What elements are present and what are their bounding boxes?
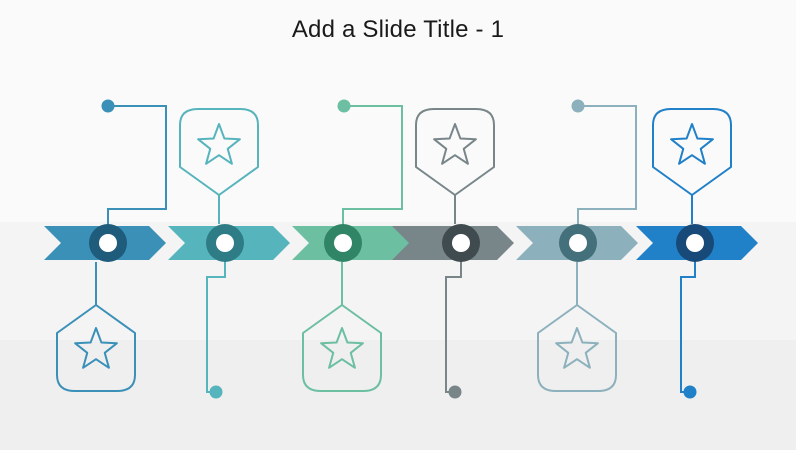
star-icon bbox=[555, 327, 599, 369]
connector-line-2 bbox=[206, 261, 226, 393]
star-icon bbox=[670, 123, 714, 165]
connector-line-4 bbox=[445, 261, 462, 393]
badge-shield-6[interactable] bbox=[652, 108, 732, 196]
connector-line-3 bbox=[342, 105, 403, 225]
badge-shield-5[interactable] bbox=[537, 304, 617, 392]
connector-dot-2 bbox=[209, 385, 223, 399]
star-icon bbox=[320, 327, 364, 369]
badge-shield-3[interactable] bbox=[302, 304, 382, 392]
badge-shield-4[interactable] bbox=[415, 108, 495, 196]
star-icon bbox=[197, 123, 241, 165]
badge-shield-1[interactable] bbox=[56, 304, 136, 392]
timeline-step-3 bbox=[292, 99, 414, 392]
connector-line-6 bbox=[680, 261, 696, 393]
connector-line-5 bbox=[577, 105, 637, 225]
timeline-step-2 bbox=[168, 108, 290, 399]
connector-dot-3 bbox=[337, 99, 351, 113]
node-core-1[interactable] bbox=[99, 234, 117, 252]
timeline-step-5 bbox=[516, 99, 638, 392]
connector-line-1 bbox=[107, 105, 167, 225]
connector-dot-4 bbox=[448, 385, 462, 399]
star-icon bbox=[433, 123, 477, 165]
connector-dot-6 bbox=[683, 385, 697, 399]
connector-dot-1 bbox=[101, 99, 115, 113]
page-title: Add a Slide Title - 1 bbox=[291, 16, 505, 43]
node-core-4[interactable] bbox=[452, 234, 470, 252]
timeline-step-4 bbox=[392, 108, 514, 399]
node-core-6[interactable] bbox=[686, 234, 704, 252]
node-core-5[interactable] bbox=[569, 234, 587, 252]
timeline-step-1 bbox=[44, 99, 167, 392]
connector-dot-5 bbox=[571, 99, 585, 113]
node-core-2[interactable] bbox=[216, 234, 234, 252]
star-icon bbox=[74, 327, 118, 369]
timeline-step-6 bbox=[636, 108, 758, 399]
background-band-bottom bbox=[0, 340, 796, 450]
node-core-3[interactable] bbox=[334, 234, 352, 252]
badge-shield-2[interactable] bbox=[179, 108, 259, 196]
